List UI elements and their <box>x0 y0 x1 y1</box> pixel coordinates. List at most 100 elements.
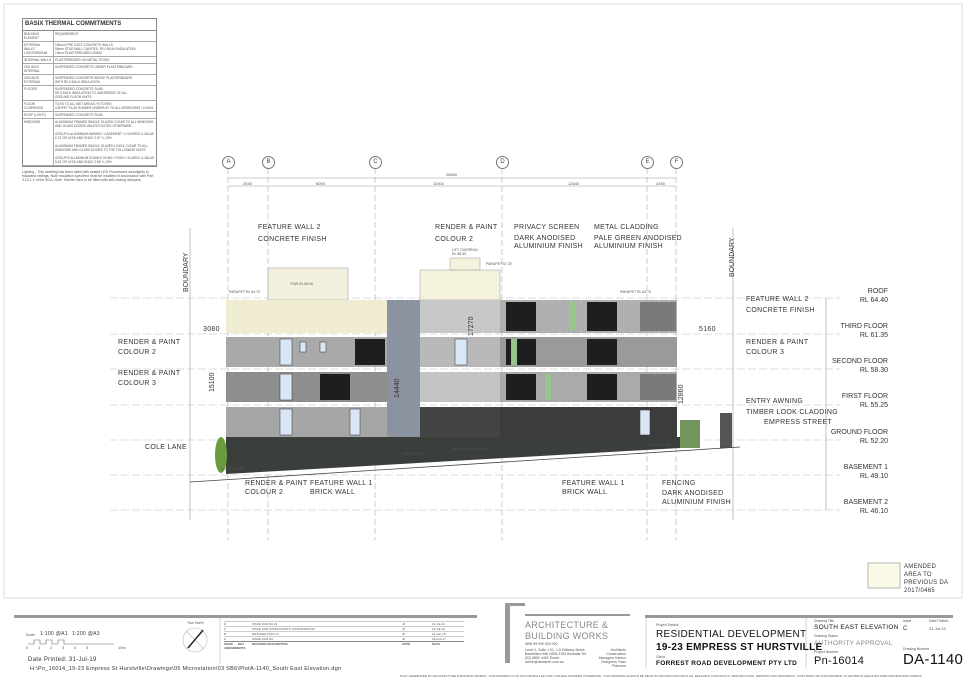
label-metal-cladding: METAL CLADDING <box>594 224 659 231</box>
label-feature-wall-1: FEATURE WALL 1 <box>310 480 373 487</box>
rev-date: 14-Jun-18 <box>432 632 446 636</box>
label-aluminium-finish: ALUMINIUM FINISH <box>514 243 583 250</box>
label-render-paint-left-2: RENDER & PAINT <box>118 370 181 377</box>
drawing-status: AUTHORITY APPROVAL <box>814 640 893 647</box>
basix-element: INTERNAL WALLS <box>23 57 54 63</box>
label-timber-cladding: TIMBER LOOK CLADDING <box>746 409 838 416</box>
scale-tick: 0 <box>26 645 29 650</box>
basix-requirement: TILES TO ALL WET AREAS / KITCHEN CARPET … <box>55 102 154 110</box>
rev-desc: ISSUE FOR DA <box>252 637 274 641</box>
label-render-paint: RENDER & PAINT <box>435 224 498 231</box>
north-arrow-circle <box>182 627 208 653</box>
label-render-paint-bottom: RENDER & PAINT <box>245 480 308 487</box>
scale-tick: 1 <box>38 645 41 650</box>
rev-desc: ISSUE FOR DA 24 <box>252 622 278 626</box>
dim-seg-3: 11000 <box>433 181 444 186</box>
scale-a1: 1:100 @A1 <box>40 631 68 637</box>
building-elevation <box>189 257 741 483</box>
rev-desc: ISSUE FOR CONSULTANTS COORDINATION <box>252 627 315 631</box>
grid-bubble-c: C <box>369 156 382 169</box>
level-name: THIRD FLOOR <box>840 323 888 330</box>
grid-bubble-f: F <box>670 156 683 169</box>
boundary-label-right: BOUNDARY <box>729 237 736 277</box>
drawing-status-label: Drawing Status <box>814 634 838 638</box>
drawing-number: DA-1140 <box>903 651 964 668</box>
basix-requirement: SUSPENDED CONCRETE SLAB <box>55 113 103 117</box>
sheet-border <box>3 3 963 599</box>
label-brick-wall: BRICK WALL <box>310 489 356 496</box>
basix-element: ROOF (LIGHT) <box>23 112 54 118</box>
level-name: BASEMENT 2 <box>843 499 888 506</box>
level-name: GROUND FLOOR <box>830 429 888 436</box>
disclaimer: PLOT GENERATED BY ARCHITECTURE & BUILDIN… <box>400 674 922 678</box>
label-concrete-finish: CONCRETE FINISH <box>258 236 327 243</box>
scale-tick: 3 <box>62 645 65 650</box>
ngl-lift: NGL @ LIFT RL 50.80 <box>453 447 488 451</box>
rev-date: 19-Feb-17 <box>432 637 446 641</box>
dim-left-setback: 3080 <box>203 326 220 333</box>
basix-element: WINDOWS <box>23 119 54 165</box>
grid-bubble-e: E <box>641 156 654 169</box>
scale-tick: 2 <box>50 645 53 650</box>
label-brick-wall-b: BRICK WALL <box>562 489 608 496</box>
date-plotted-label: Date Plotted <box>929 619 949 623</box>
rev-date: 12-Jul-19 <box>432 627 445 631</box>
rev-appd: JF <box>402 637 406 641</box>
scale-tick: 4 <box>74 645 77 650</box>
basix-element: FLOORS <box>23 86 54 100</box>
level-rl: RL 49.10 <box>859 473 888 480</box>
rev-header-cell: ISSUE <box>224 642 234 646</box>
basix-requirement: SUSPENDED CONCRETE UNDER PLASTERBOARD <box>55 65 133 69</box>
rev-header-cell: REVISION DESCRIPTION <box>252 642 288 646</box>
date-printed: Date Printed: 31-Jul-19 <box>28 657 97 663</box>
label-colour-3-left: COLOUR 3 <box>118 380 157 387</box>
dim-seg-5: 2490 <box>656 181 665 186</box>
project-address: 19-23 EMPRESS ST HURSTVILLE <box>656 642 823 653</box>
rev-header-cell: APPD <box>402 642 411 646</box>
level-name: BASEMENT 1 <box>843 464 888 471</box>
ngl-mid: NGL RL 50.50 <box>402 452 425 456</box>
drawing-title-label: Drawing Title <box>814 619 835 623</box>
label-dark-anodised: DARK ANODISED <box>514 235 576 242</box>
label-feature-wall-2-right: FEATURE WALL 2 <box>746 296 809 303</box>
ngl-right: NGL RL 51.80 <box>648 443 671 447</box>
rev-header-cell: REV <box>238 642 245 646</box>
north-label: True North <box>187 621 204 625</box>
basix-section: BASIX THERMAL COMMITMENTS BUILDING ELEME… <box>22 18 162 182</box>
scale-label: Scale <box>26 633 35 637</box>
project-number-label: Project Number <box>814 650 839 654</box>
label-fencing: FENCING <box>662 480 696 487</box>
label-cole-lane: COLE LANE <box>145 444 187 451</box>
label-empress-street: EMPRESS STREET <box>764 419 832 426</box>
basix-row: ROOF (LIGHT)SUSPENDED CONCRETE SLAB <box>23 112 156 119</box>
rev-appd: JF <box>402 622 406 626</box>
tow-level: TOW RL 65.40 <box>290 282 314 286</box>
level-rl: RL 55.25 <box>859 402 888 409</box>
ngl-left: NGL RL 48.55 <box>221 467 244 471</box>
dimension-lines <box>189 177 827 520</box>
label-concrete-finish-right: CONCRETE FINISH <box>746 307 815 314</box>
parapet-left: PARAPET RL 64.70 <box>229 290 261 294</box>
level-rl: RL 61.35 <box>859 332 888 339</box>
issue-value: C <box>903 626 908 632</box>
level-name: ROOF <box>867 288 888 295</box>
dim-overall: 28600 <box>446 172 458 177</box>
dim-height-core: 17270 <box>468 316 475 336</box>
basix-requirement: SUSPENDED CONCRETE SLAB R0.0 BULK INSULA… <box>55 87 128 99</box>
rev-appd: JF <box>402 627 406 631</box>
label-colour-2: COLOUR 2 <box>435 236 474 243</box>
title-block-frame <box>14 603 953 663</box>
grid-bubble-a: A <box>222 156 235 169</box>
firm-address: Level 1, Suite 1.01, 1-5 Railway Street,… <box>525 648 587 664</box>
project-label: Project Details <box>656 623 679 627</box>
basix-thermal-commitments-table: BASIX THERMAL COMMITMENTS BUILDING ELEME… <box>22 18 157 167</box>
